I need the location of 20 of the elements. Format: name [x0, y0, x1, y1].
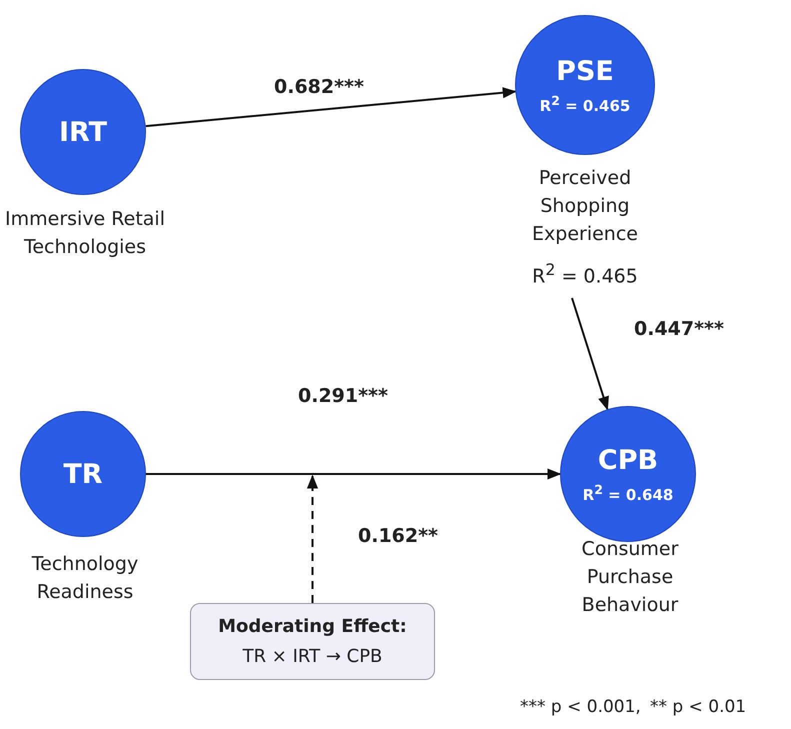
r-squared-value: R$^{2}$ = 0.465 — [540, 92, 630, 114]
construct-name: Technology Readiness — [30, 552, 140, 605]
moderator-box — [190, 603, 435, 680]
path-arrow — [146, 87, 517, 128]
construct-abbreviation: CPB — [598, 444, 658, 476]
construct-name: Perceived Shopping Experience — [531, 166, 639, 247]
construct-name: Consumer Purchase Behaviour — [580, 537, 680, 618]
significance-note: ** p < 0.01 — [650, 697, 746, 717]
significance-note: *** p < 0.001, — [520, 697, 641, 717]
construct-abbreviation: PSE — [556, 56, 614, 86]
construct-abbreviation: IRT — [58, 116, 108, 148]
moderator-formula: TR × IRT → CPB — [242, 644, 382, 668]
construct-abbreviation: TR — [63, 458, 103, 490]
moderator-title: Moderating Effect: — [218, 614, 407, 638]
r-squared-value: R$^{2}$ = 0.648 — [582, 482, 674, 504]
construct-name: Immersive Retail Technologies — [4, 207, 166, 260]
path-arrow — [146, 468, 562, 480]
path-arrow — [571, 298, 609, 411]
dashed-arrow — [306, 474, 318, 603]
r-squared-note: R$^{2}$ = 0.465 — [531, 259, 639, 290]
